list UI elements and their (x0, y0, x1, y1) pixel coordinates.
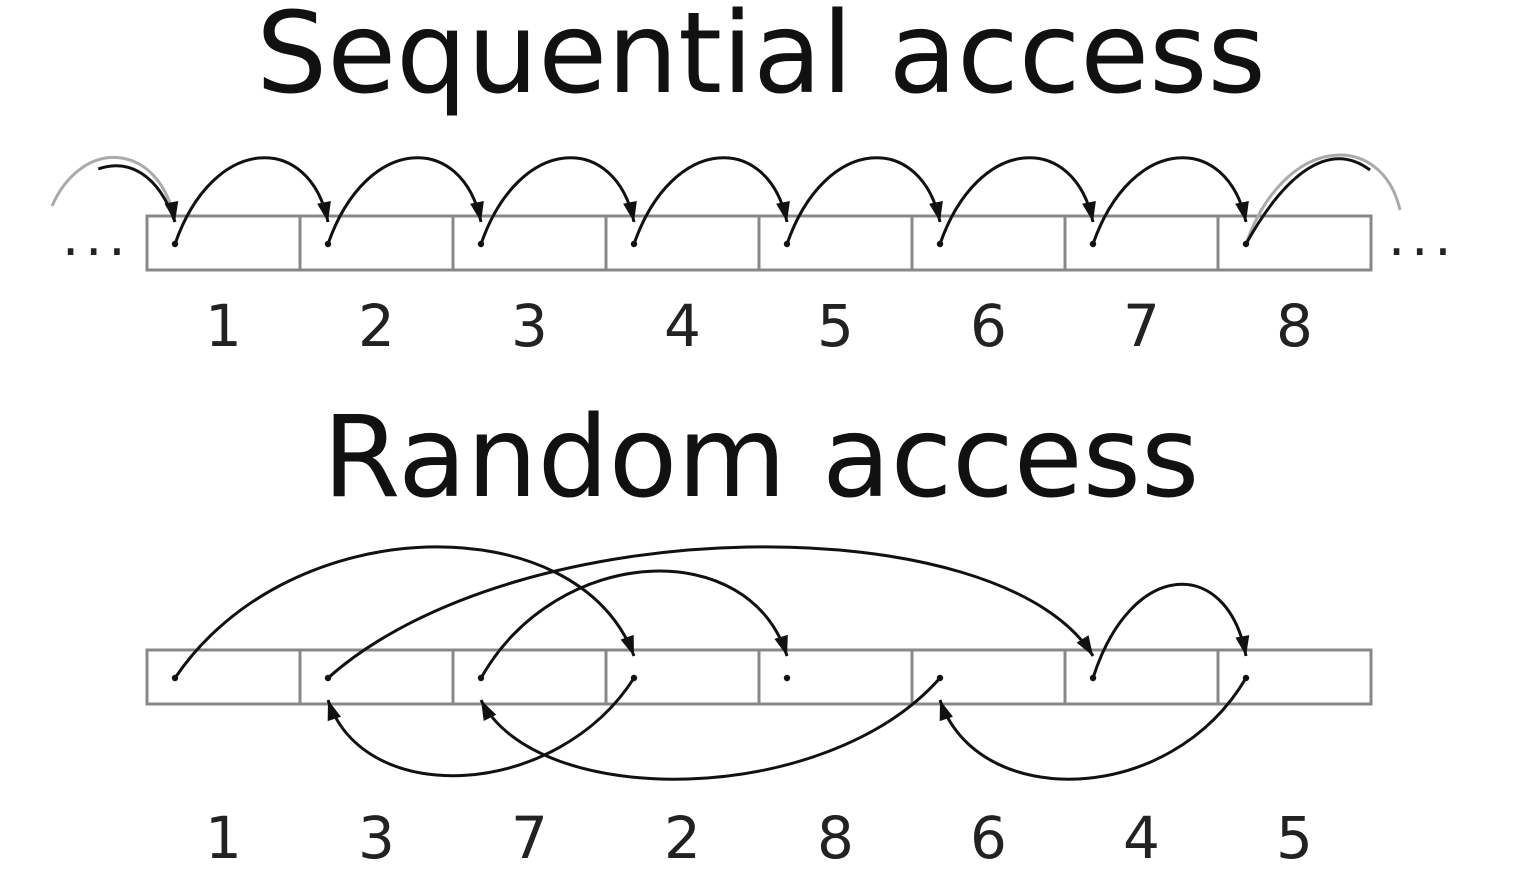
sequential-pointer-dot (1089, 240, 1097, 248)
random-cells (145, 648, 1373, 706)
random-label: 5 (1276, 804, 1313, 872)
sequential-cell (1216, 214, 1373, 272)
random-cell (910, 648, 1067, 706)
random-arrow (326, 677, 636, 778)
sequential-arrow (326, 156, 483, 245)
sequential-label: 8 (1276, 292, 1313, 360)
random-label: 7 (511, 804, 548, 872)
sequential-pointer-dot (783, 240, 791, 248)
random-labels: 1 3 7 2 8 6 4 5 (205, 804, 1313, 872)
arrowhead (1082, 201, 1096, 222)
sequential-arrow-in-solid (50, 164, 177, 223)
random-arrow (327, 545, 1095, 680)
sequential-cell (451, 214, 608, 272)
random-arrow (173, 545, 636, 679)
random-label: 6 (970, 804, 1007, 872)
sequential-arrow-in (50, 156, 177, 223)
sequential-pointer-dot (171, 240, 179, 248)
random-label: 8 (817, 804, 854, 872)
random-pointer-dot (936, 674, 944, 682)
random-pointer-dot (630, 674, 638, 682)
sequential-pointer-dot (324, 240, 332, 248)
random-arrow (938, 677, 1248, 781)
random-pointer-dot (783, 674, 791, 682)
arrowhead (481, 700, 497, 722)
arrowhead (470, 201, 484, 222)
arrowhead (623, 201, 637, 222)
sequential-label: 6 (970, 292, 1007, 360)
random-pointer-dot (1089, 674, 1097, 682)
sequential-title: Sequential access (256, 0, 1266, 119)
random-pointer-dot (477, 674, 485, 682)
sequential-label: 4 (664, 292, 701, 360)
arrowhead (620, 634, 634, 656)
sequential-arrow (479, 156, 636, 245)
random-cell (298, 648, 455, 706)
random-label: 3 (358, 804, 395, 872)
random-arcs (171, 545, 1250, 781)
random-label: 4 (1123, 804, 1160, 872)
sequential-cell (910, 214, 1067, 272)
sequential-arrow-out (1244, 153, 1402, 245)
arrowhead (1076, 635, 1093, 656)
sequential-label: 3 (511, 292, 548, 360)
ellipsis-right: ... (1388, 205, 1458, 268)
sequential-pointer-dot (1242, 240, 1250, 248)
sequential-label: 1 (205, 292, 242, 360)
sequential-cell (757, 214, 914, 272)
sequential-arrow-out-solid (1244, 157, 1371, 245)
sequential-arrow (632, 156, 789, 245)
arrowhead (1235, 201, 1249, 222)
sequential-arrow (1091, 156, 1248, 245)
arrowhead (776, 201, 790, 222)
random-cell (1063, 648, 1220, 706)
sequential-arrow (173, 156, 330, 245)
sequential-label: 7 (1123, 292, 1160, 360)
sequential-arrow (938, 156, 1095, 245)
sequential-cell (1063, 214, 1220, 272)
random-label: 2 (664, 804, 701, 872)
arrowhead (939, 700, 953, 722)
sequential-arcs (50, 153, 1402, 248)
random-cell (451, 648, 608, 706)
sequential-cell (145, 214, 302, 272)
random-cell (1216, 648, 1373, 706)
sequential-pointer-dot (477, 240, 485, 248)
arrowhead (327, 700, 341, 722)
random-arrow (1091, 582, 1248, 679)
sequential-pointer-dot (936, 240, 944, 248)
ellipsis-left: ... (62, 205, 132, 268)
sequential-label: 5 (817, 292, 854, 360)
random-title: Random access (323, 393, 1200, 523)
random-cell (757, 648, 914, 706)
sequential-cell (298, 214, 455, 272)
sequential-labels: 1 2 3 4 5 6 7 8 (205, 292, 1313, 360)
random-arrow (479, 569, 789, 679)
arrowhead (774, 634, 788, 656)
sequential-label: 2 (358, 292, 395, 360)
random-arrow (479, 677, 942, 781)
random-cell (604, 648, 761, 706)
arrowhead (1235, 635, 1250, 656)
sequential-cell (604, 214, 761, 272)
random-pointer-dot (324, 674, 332, 682)
arrowhead (317, 201, 331, 222)
arrowhead (929, 201, 943, 222)
random-pointer-dot (171, 674, 179, 682)
sequential-pointer-dot (630, 240, 638, 248)
random-pointer-dot (1242, 674, 1250, 682)
random-label: 1 (205, 804, 242, 872)
sequential-arrow (785, 156, 942, 245)
random-cell (145, 648, 302, 706)
